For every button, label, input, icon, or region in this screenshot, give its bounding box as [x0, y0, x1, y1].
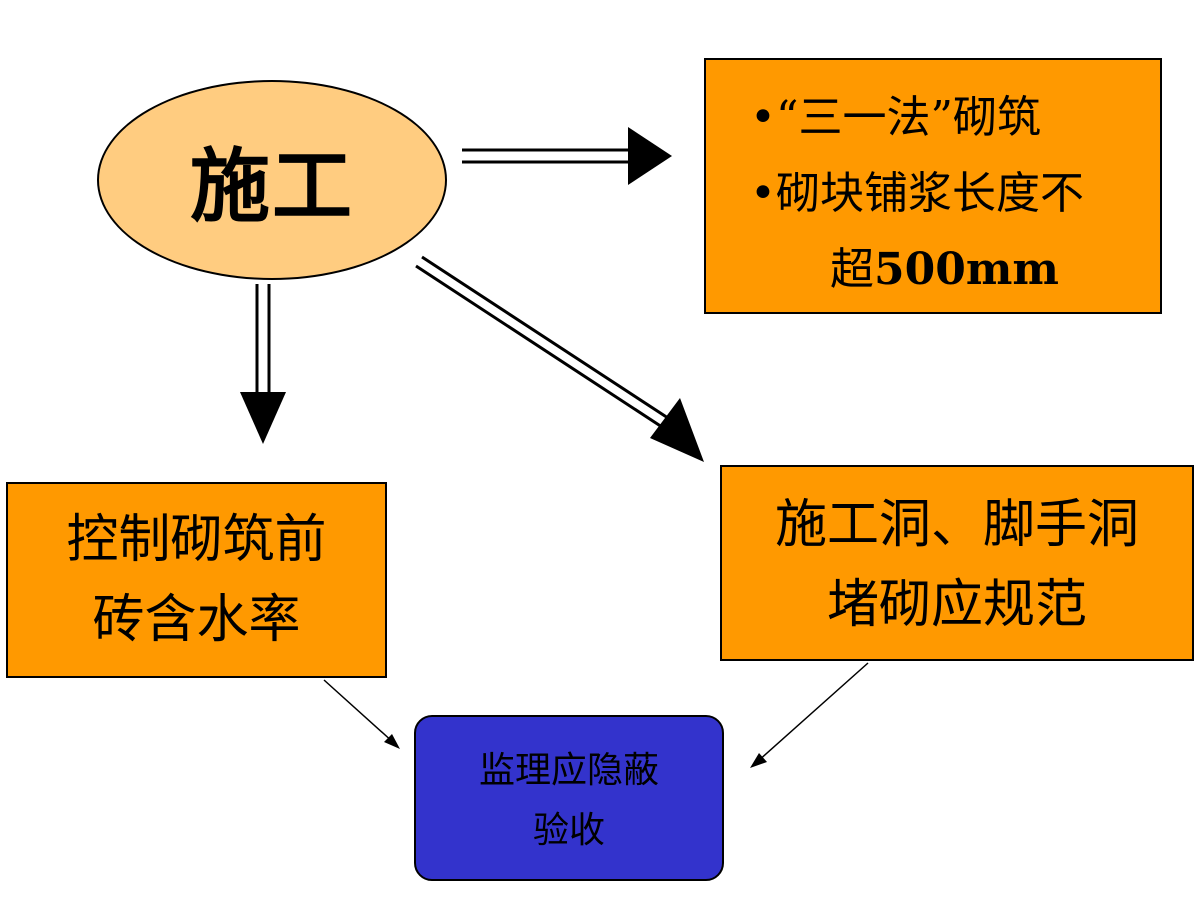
masonry-method-line-2: •砌块铺浆长度不	[750, 168, 1084, 219]
masonry-method-line-1: •“三一法”砌筑	[750, 92, 1041, 143]
box-supervision-acceptance: 监理应隐蔽 验收	[414, 715, 724, 881]
masonry-method-line-3-value: 500mm	[874, 244, 1059, 295]
arrow-center-to-right-box	[415, 255, 704, 462]
box-hole-filling: 施工洞、脚手洞 堵砌应规范	[720, 465, 1194, 661]
arrow-center-to-left-box	[240, 284, 286, 444]
masonry-method-line-3: 超500mm	[750, 232, 1140, 308]
hole-filling-line-1: 施工洞、脚手洞	[774, 495, 1139, 555]
arrow-center-to-top-right	[462, 127, 672, 185]
box-masonry-method: •“三一法”砌筑 •砌块铺浆长度不 超500mm	[704, 58, 1162, 314]
box-moisture-control: 控制砌筑前 砖含水率	[6, 482, 387, 678]
moisture-control-line-2: 砖含水率	[92, 590, 301, 650]
supervision-acceptance-line-1: 监理应隐蔽	[478, 750, 659, 791]
moisture-control-line-1: 控制砌筑前	[66, 510, 327, 570]
supervision-acceptance-line-2: 验收	[532, 810, 605, 851]
masonry-method-line-3-prefix: 超	[830, 244, 874, 295]
hole-filling-line-2: 堵砌应规范	[826, 575, 1087, 635]
center-node-label: 施工	[190, 139, 354, 233]
arrow-right-box-to-bottom-box	[750, 662, 869, 768]
center-node-construction: 施工	[97, 80, 447, 280]
arrow-left-box-to-bottom-box	[323, 679, 400, 749]
